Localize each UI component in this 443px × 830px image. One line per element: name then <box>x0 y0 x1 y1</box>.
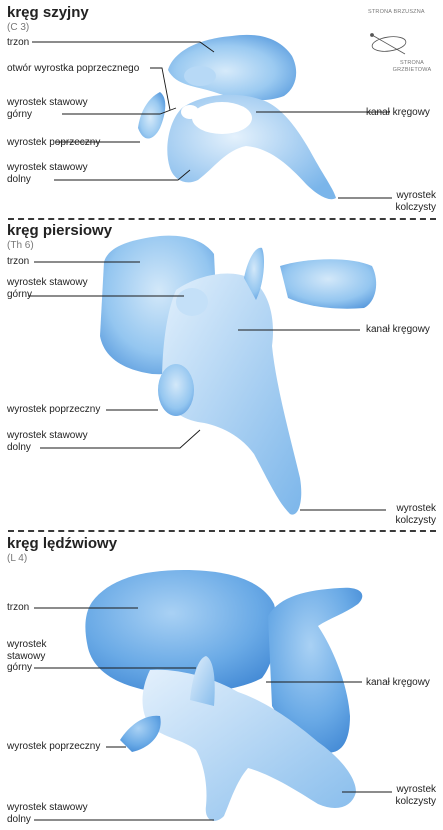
thoracic-leader-lines <box>28 261 386 511</box>
ventral-label: STRONA BRZUSZNA <box>368 9 425 15</box>
thoracic-transverse-process <box>280 259 377 309</box>
lumbar-vertebral-body <box>85 570 277 694</box>
cervical-superior-articular <box>184 66 216 86</box>
cervical-label-transverse: wyrostek poprzeczny <box>7 137 101 148</box>
separator-1 <box>8 218 436 220</box>
thoracic-label-body: trzon <box>7 256 30 267</box>
lumbar-subtitle: (L 4) <box>7 553 28 564</box>
cervical-canal-opening <box>192 102 252 134</box>
dorsal-label: STRONA GRZBIETOWA <box>392 60 432 73</box>
thoracic-transverse-knob <box>158 364 194 416</box>
thoracic-subtitle: (Th 6) <box>7 240 34 251</box>
cervical-foramen-opening <box>181 105 199 119</box>
lumbar-posterior-process <box>268 587 363 753</box>
lumbar-label-body: trzon <box>7 602 30 613</box>
lumbar-transverse-process <box>120 715 161 752</box>
cervical-subtitle: (C 3) <box>7 22 30 33</box>
lumbar-section: kręg lędźwiowy (L 4) <box>0 530 443 830</box>
thoracic-upper-spike <box>244 247 264 300</box>
lumbar-leader-lines <box>34 607 392 821</box>
thoracic-superior-articular <box>176 288 208 316</box>
thoracic-label-transverse: wyrostek poprzeczny <box>7 404 101 415</box>
lumbar-illustration <box>34 570 392 821</box>
separator-2 <box>8 530 436 532</box>
lumbar-label-transverse: wyrostek poprzeczny <box>7 741 101 752</box>
cervical-label-canal: kanał kręgowy <box>366 107 430 118</box>
cervical-title: kręg szyjny <box>7 4 89 21</box>
lumbar-label-canal: kanał kręgowy <box>366 677 430 688</box>
cervical-label-body: trzon <box>7 37 30 48</box>
cervical-label-foramen: otwór wyrostka poprzecznego <box>7 63 140 74</box>
thoracic-label-canal: kanał kręgowy <box>366 324 430 335</box>
lumbar-title: kręg lędźwiowy <box>7 535 118 552</box>
cervical-leader-lines <box>32 41 392 199</box>
cervical-vertebral-body <box>168 34 297 101</box>
cervical-section: kręg szyjny (C 3) <box>0 0 443 218</box>
orientation-legend <box>370 33 407 55</box>
thoracic-illustration <box>28 235 386 515</box>
lumbar-spinous-process <box>142 669 356 821</box>
cervical-illustration <box>32 33 407 200</box>
thoracic-section: kręg piersiowy (Th 6) <box>0 218 443 530</box>
lumbar-superior-articular <box>190 656 215 706</box>
thoracic-title: kręg piersiowy <box>7 222 113 239</box>
cervical-transverse-process <box>138 92 166 139</box>
thoracic-spinous-process <box>162 273 302 515</box>
